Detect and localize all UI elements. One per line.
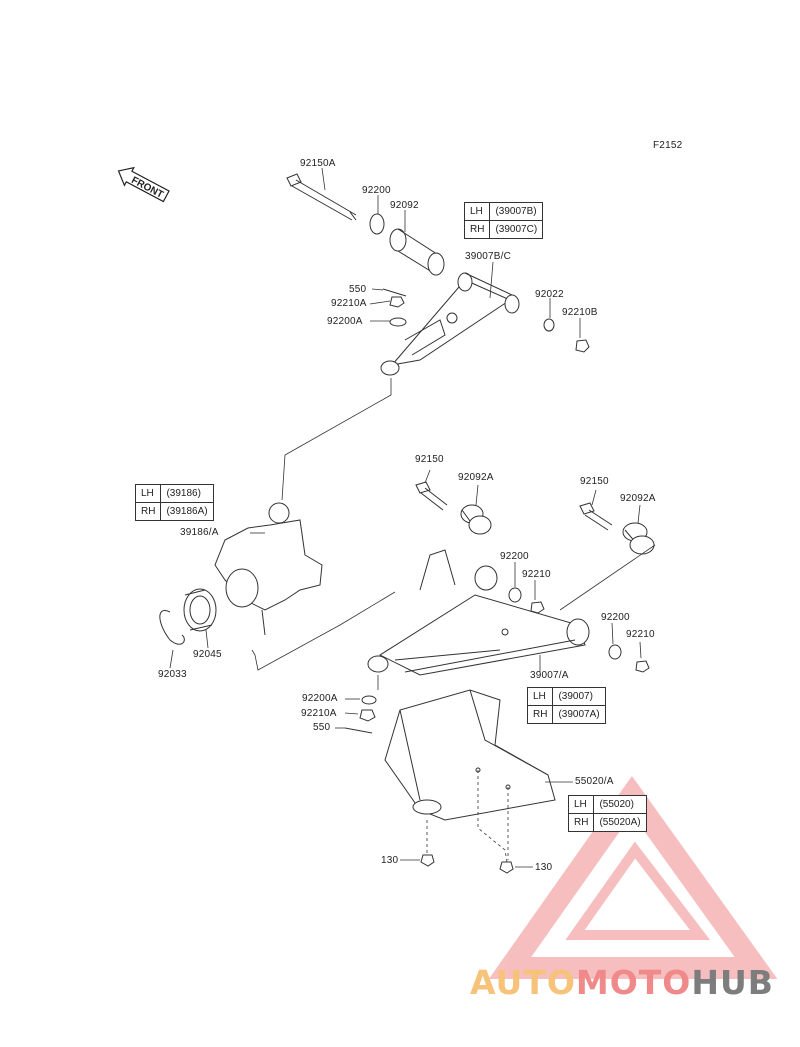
table-part-rh: (55020A) — [593, 813, 647, 832]
table-side-rh: RH — [134, 502, 162, 521]
washer-92200a-lower — [361, 695, 377, 705]
watermark-text: AUTOMOTOHUB — [470, 963, 774, 1002]
lower-a-arm — [367, 549, 590, 676]
cotter-pin-upper — [382, 288, 407, 297]
snap-ring — [159, 610, 185, 645]
label-39007a: 39007/A — [530, 670, 569, 681]
label-550-top: 550 — [349, 284, 367, 295]
watermark-part-1: AUTO — [470, 963, 576, 1002]
upper-a-arm — [380, 272, 520, 376]
bolt-130-right — [499, 861, 514, 874]
table-side-lh: LH — [526, 687, 554, 706]
skid-guard — [384, 689, 556, 821]
label-550-low: 550 — [313, 722, 331, 733]
nut-92210-mid — [530, 601, 545, 614]
upper-washer — [369, 213, 385, 235]
steering-knuckle — [214, 502, 323, 636]
nut-92210a-upper — [389, 296, 405, 308]
label-92210a-low: 92210A — [301, 708, 337, 719]
washer-92200-right — [608, 644, 622, 660]
label-92033: 92033 — [158, 669, 187, 680]
label-92200-top: 92200 — [362, 185, 391, 196]
bolt-130-left — [420, 854, 435, 867]
table-part-rh: (39186A) — [160, 502, 214, 521]
label-92092a-mid: 92092A — [458, 472, 494, 483]
label-130-right: 130 — [535, 862, 553, 873]
label-92200a-low: 92200A — [302, 693, 338, 704]
nut-92210b — [575, 339, 590, 353]
figure-code: F2152 — [653, 140, 683, 151]
lower-bushing-mid — [460, 504, 492, 535]
label-92200-right: 92200 — [601, 612, 630, 623]
label-92092a-right: 92092A — [620, 493, 656, 504]
nut-92210a-lower — [359, 709, 376, 722]
cotter-pin-lower — [344, 727, 373, 734]
table-side-rh: RH — [526, 705, 554, 724]
label-92210a-top: 92210A — [331, 298, 367, 309]
table-side-rh: RH — [567, 813, 595, 832]
washer-92022 — [543, 318, 555, 332]
label-130-left: 130 — [381, 855, 399, 866]
label-92210-mid: 92210 — [522, 569, 551, 580]
label-92092-top: 92092 — [390, 200, 419, 211]
label-55020a: 55020/A — [575, 776, 614, 787]
upper-arm-side-table: LH(39007B) RH(39007C) — [463, 202, 544, 239]
leader-lines — [169, 167, 656, 868]
upper-bolt — [286, 173, 357, 221]
label-92150a: 92150A — [300, 158, 336, 169]
washer-92200a-upper — [389, 317, 407, 327]
label-39007bc: 39007B/C — [465, 251, 512, 262]
table-side-lh: LH — [134, 484, 162, 503]
label-92200a-top: 92200A — [327, 316, 363, 327]
label-39186a: 39186/A — [180, 527, 219, 538]
nut-92210-right — [635, 660, 650, 673]
label-92200-mid: 92200 — [500, 551, 529, 562]
table-part-lh: (39186) — [160, 484, 214, 503]
table-part-rh: (39007A) — [552, 705, 606, 724]
watermark-part-2: MOTO — [575, 963, 692, 1002]
watermark-logo-icon — [488, 776, 778, 979]
lower-arm-side-table: LH(39007) RH(39007A) — [526, 687, 606, 724]
table-part-rh: (39007C) — [489, 220, 544, 239]
label-92045: 92045 — [193, 649, 222, 660]
wheel-bearing — [183, 588, 217, 632]
table-side-lh: LH — [567, 795, 595, 814]
washer-92200-mid — [508, 587, 522, 603]
lower-bolt-mid — [415, 481, 448, 511]
table-part-lh: (55020) — [593, 795, 647, 814]
table-part-lh: (39007) — [552, 687, 606, 706]
lower-bolt-right — [579, 502, 613, 531]
label-92150-right: 92150 — [580, 476, 609, 487]
table-side-lh: LH — [463, 202, 491, 221]
front-arrow-icon: FRONT — [117, 166, 170, 203]
table-side-rh: RH — [463, 220, 491, 239]
watermark-part-3: HUB — [691, 963, 774, 1002]
label-92150-mid: 92150 — [415, 454, 444, 465]
label-92210-right: 92210 — [626, 629, 655, 640]
knuckle-side-table: LH(39186) RH(39186A) — [134, 484, 214, 521]
guard-side-table: LH(55020) RH(55020A) — [567, 795, 647, 832]
label-92210b: 92210B — [562, 307, 598, 318]
table-part-lh: (39007B) — [489, 202, 544, 221]
label-92022: 92022 — [535, 289, 564, 300]
upper-bushing — [389, 228, 445, 276]
